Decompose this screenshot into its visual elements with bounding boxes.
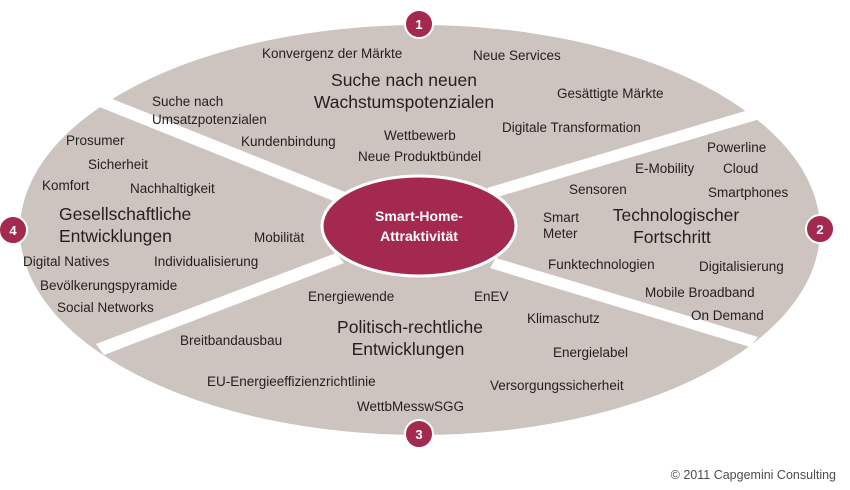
divider-top-left: [92, 94, 345, 202]
term-smart-meter-line2: Meter: [543, 226, 578, 241]
term-bevoelkerungspyramide: Bevölkerungspyramide: [40, 278, 177, 293]
segment-right-heading-line2: Fortschritt: [633, 227, 711, 247]
term-kundenbindung: Kundenbindung: [241, 134, 336, 149]
segment-right-heading-line1: Technologischer: [613, 205, 740, 225]
term-smart-meter-line1: Smart: [543, 210, 579, 225]
badge-4-circle: [0, 215, 28, 245]
term-gesaettigte-maerkte: Gesättigte Märkte: [557, 86, 664, 101]
segment-right: Technologischer Fortschritt Powerline E-…: [543, 140, 789, 323]
term-powerline: Powerline: [707, 140, 766, 155]
term-smartphones: Smartphones: [708, 185, 789, 200]
segment-left-heading-line1: Gesellschaftliche: [59, 204, 191, 224]
term-digitalisierung: Digitalisierung: [699, 259, 784, 274]
term-prosumer: Prosumer: [66, 133, 125, 148]
badge-2: 2: [805, 214, 835, 244]
badge-4-number: 4: [9, 223, 17, 238]
term-klimaschutz: Klimaschutz: [527, 311, 600, 326]
term-digital-natives: Digital Natives: [23, 254, 110, 269]
term-wettbmesswsgg: WettbMesswSGG: [357, 399, 464, 414]
term-sicherheit: Sicherheit: [88, 157, 148, 172]
segment-top-heading-line1: Suche nach neuen: [331, 70, 477, 90]
term-mobile-broadband: Mobile Broadband: [645, 285, 755, 300]
term-komfort: Komfort: [42, 178, 90, 193]
badge-1-number: 1: [415, 17, 422, 32]
term-wettbewerb: Wettbewerb: [384, 128, 456, 143]
term-breitbandausbau: Breitbandausbau: [180, 333, 282, 348]
term-individualisierung: Individualisierung: [154, 254, 258, 269]
term-social-networks: Social Networks: [57, 300, 154, 315]
badge-3-circle: [404, 419, 434, 449]
segment-top: Suche nach neuen Wachstumspotenzialen Ko…: [152, 46, 664, 164]
badge-2-circle: [805, 214, 835, 244]
copyright-notice: © 2011 Capgemini Consulting: [671, 468, 836, 482]
term-konvergenz: Konvergenz der Märkte: [262, 46, 402, 61]
segment-left: Gesellschaftliche Entwicklungen Prosumer…: [23, 133, 305, 315]
term-versorgungssicherheit: Versorgungssicherheit: [490, 378, 624, 393]
term-e-mobility: E-Mobility: [635, 161, 695, 176]
badge-2-number: 2: [816, 222, 823, 237]
term-energielabel: Energielabel: [553, 345, 628, 360]
segment-dividers: [92, 94, 770, 355]
term-umsatz-line1: Suche nach: [152, 94, 223, 109]
term-eu-richtlinie: EU-Energieeffizienzrichtlinie: [207, 374, 376, 389]
segment-bottom-heading-line2: Entwicklungen: [352, 339, 465, 359]
segment-left-heading-line2: Entwicklungen: [59, 226, 172, 246]
term-funktechnologien: Funktechnologien: [548, 257, 655, 272]
divider-bottom-right: [490, 258, 758, 347]
divider-bottom-left: [96, 253, 344, 355]
term-nachhaltigkeit: Nachhaltigkeit: [130, 181, 215, 196]
badge-3: 3: [404, 419, 434, 449]
term-digitale-transformation: Digitale Transformation: [502, 120, 641, 135]
term-sensoren: Sensoren: [569, 182, 627, 197]
term-enev: EnEV: [474, 289, 509, 304]
badge-1-circle: [404, 9, 434, 39]
term-neue-produktbuendel: Neue Produktbündel: [358, 149, 481, 164]
center-ellipse: [320, 174, 518, 278]
center-node: Smart-Home- Attraktivität: [320, 174, 518, 278]
center-label-line1: Smart-Home-: [375, 208, 463, 224]
divider-top-right: [487, 106, 770, 198]
term-umsatz-line2: Umsatzpotenzialen: [152, 112, 267, 127]
segment-bottom-heading-line1: Politisch-rechtliche: [337, 317, 483, 337]
badge-4: 4: [0, 215, 28, 245]
term-neue-services: Neue Services: [473, 48, 561, 63]
term-energiewende: Energiewende: [308, 289, 394, 304]
badge-3-number: 3: [415, 427, 422, 442]
segment-bottom: Politisch-rechtliche Entwicklungen Energ…: [180, 289, 628, 414]
badge-1: 1: [404, 9, 434, 39]
segment-top-heading-line2: Wachstumspotenzialen: [314, 92, 494, 112]
term-mobilitaet: Mobilität: [254, 230, 305, 245]
term-on-demand: On Demand: [691, 308, 764, 323]
center-label-line2: Attraktivität: [380, 228, 458, 244]
term-cloud: Cloud: [723, 161, 758, 176]
